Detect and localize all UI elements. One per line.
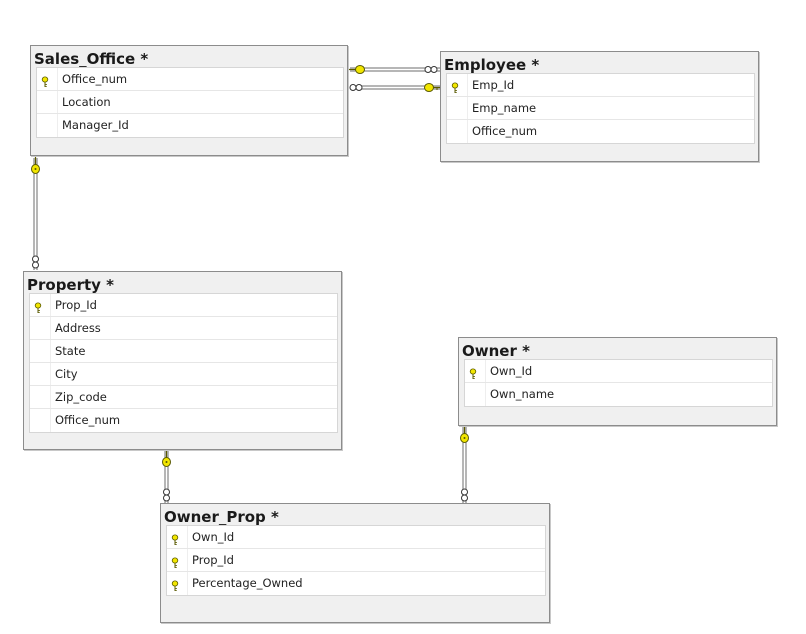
key-icon — [170, 554, 180, 568]
column-name: Prop_Id — [55, 298, 97, 312]
table-title: Employee * — [444, 56, 540, 73]
row-selector — [37, 68, 58, 90]
column-row[interactable]: Office_num — [30, 409, 337, 432]
column-name: Manager_Id — [62, 118, 129, 132]
key-icon — [468, 365, 478, 379]
row-selector — [465, 383, 486, 406]
key-connector-icon — [424, 83, 441, 92]
row-selector — [30, 386, 51, 408]
infinity-icon — [461, 488, 468, 502]
row-selector — [30, 409, 51, 432]
row-selector — [30, 294, 51, 316]
key-icon — [40, 73, 50, 87]
row-selector — [30, 340, 51, 362]
column-name: Prop_Id — [192, 553, 234, 567]
row-selector — [447, 74, 468, 96]
infinity-icon — [163, 488, 170, 502]
column-row[interactable]: City — [30, 363, 337, 386]
column-name: Own_name — [490, 387, 555, 401]
column-name: Own_Id — [192, 530, 235, 544]
column-name: Address — [55, 321, 101, 335]
column-name: Location — [62, 95, 111, 109]
row-selector — [167, 526, 188, 548]
row-selector — [37, 114, 58, 137]
table-title: Owner * — [462, 342, 530, 359]
row-selector — [30, 363, 51, 385]
column-name: Office_num — [472, 124, 538, 138]
relationship-property-owner-prop[interactable] — [162, 450, 171, 503]
column-row[interactable]: Address — [30, 317, 337, 340]
column-row[interactable]: Emp_Id — [447, 74, 754, 97]
column-name: State — [55, 344, 86, 358]
column-row[interactable]: Emp_name — [447, 97, 754, 120]
infinity-icon — [424, 66, 438, 73]
row-selector — [447, 120, 468, 143]
row-selector — [167, 572, 188, 595]
column-name: Office_num — [55, 413, 121, 427]
row-selector — [465, 360, 486, 382]
key-connector-icon — [31, 157, 40, 174]
column-row[interactable]: Prop_Id — [30, 294, 337, 317]
column-row[interactable]: Percentage_Owned — [167, 572, 545, 595]
row-selector — [37, 91, 58, 113]
table-title: Property * — [27, 276, 115, 293]
column-row[interactable]: Office_num — [447, 120, 754, 143]
column-name: Office_num — [62, 72, 128, 86]
column-row[interactable]: Location — [37, 91, 343, 114]
relationship-owner-owner-prop[interactable] — [460, 426, 469, 503]
row-selector — [167, 549, 188, 571]
column-row[interactable]: Own_Id — [167, 526, 545, 549]
relationship-sales-office-property[interactable] — [31, 157, 40, 270]
row-selector — [447, 97, 468, 119]
key-icon — [33, 299, 43, 313]
table-title: Sales_Office * — [34, 50, 149, 67]
column-name: Percentage_Owned — [192, 576, 303, 590]
key-connector-icon — [460, 426, 469, 443]
column-row[interactable]: Own_Id — [465, 360, 772, 383]
relationship-employee-sales-office[interactable] — [349, 83, 441, 92]
column-row[interactable]: Own_name — [465, 383, 772, 406]
row-selector — [30, 317, 51, 339]
key-icon — [170, 531, 180, 545]
infinity-icon — [349, 84, 363, 91]
key-connector-icon — [348, 65, 365, 74]
table-title: Owner_Prop * — [164, 508, 279, 525]
key-connector-icon — [162, 450, 171, 467]
column-name: Zip_code — [55, 390, 107, 404]
relationship-sales-office-employee[interactable] — [348, 65, 440, 74]
key-icon — [170, 577, 180, 591]
infinity-icon — [32, 255, 39, 269]
column-name: City — [55, 367, 78, 381]
key-icon — [450, 79, 460, 93]
column-name: Emp_name — [472, 101, 537, 115]
column-row[interactable]: Prop_Id — [167, 549, 545, 572]
column-row[interactable]: State — [30, 340, 337, 363]
column-row[interactable]: Manager_Id — [37, 114, 343, 137]
column-row[interactable]: Zip_code — [30, 386, 337, 409]
column-row[interactable]: Office_num — [37, 68, 343, 91]
column-name: Own_Id — [490, 364, 533, 378]
column-name: Emp_Id — [472, 78, 515, 92]
